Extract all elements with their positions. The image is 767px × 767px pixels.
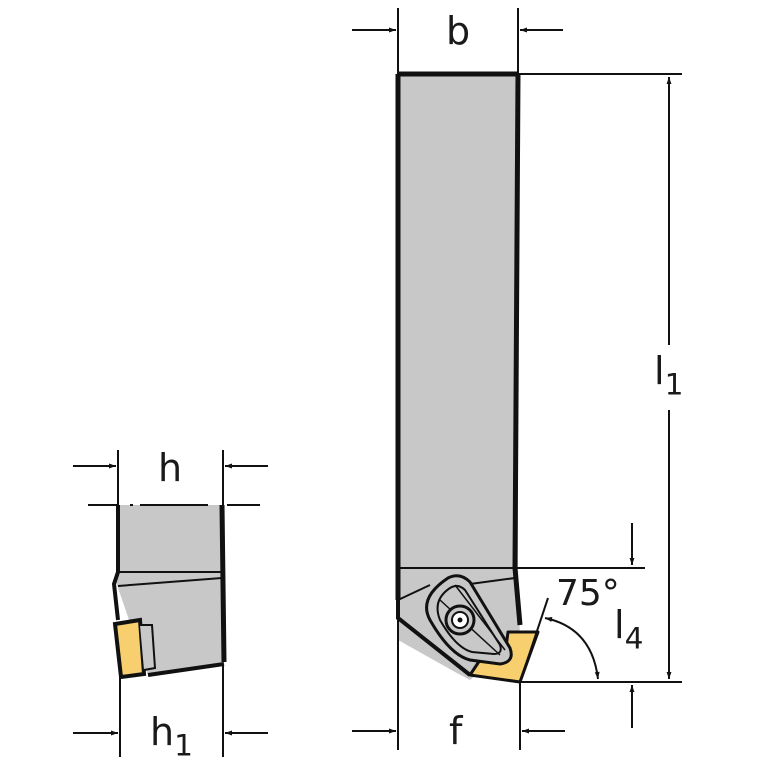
dim-label-h: h [158, 449, 182, 487]
angle-text: 75° [556, 573, 620, 614]
side-view [73, 450, 268, 757]
dim-l4-text: l [614, 603, 625, 647]
clamp [425, 574, 513, 666]
dim-b-text: b [446, 9, 471, 53]
dim-h-text: h [158, 446, 183, 490]
dim-label-b: b [446, 12, 470, 50]
dim-label-l4: l4 [614, 606, 643, 653]
side-insert [112, 617, 147, 680]
top-view [352, 8, 682, 750]
dim-h1-sub: 1 [174, 727, 193, 763]
dim-l4-sub: 4 [624, 620, 644, 656]
dim-l1-sub: 1 [664, 366, 684, 402]
holder-shank [398, 74, 518, 568]
dim-label-f: f [449, 712, 462, 750]
dim-label-l1: l1 [654, 352, 683, 399]
dim-f-text: f [449, 709, 463, 753]
dim-l1-text: l [654, 349, 665, 393]
dim-h1-text: h [150, 710, 175, 754]
dim-label-angle: 75° [556, 576, 620, 612]
dim-label-h1: h1 [150, 713, 193, 760]
